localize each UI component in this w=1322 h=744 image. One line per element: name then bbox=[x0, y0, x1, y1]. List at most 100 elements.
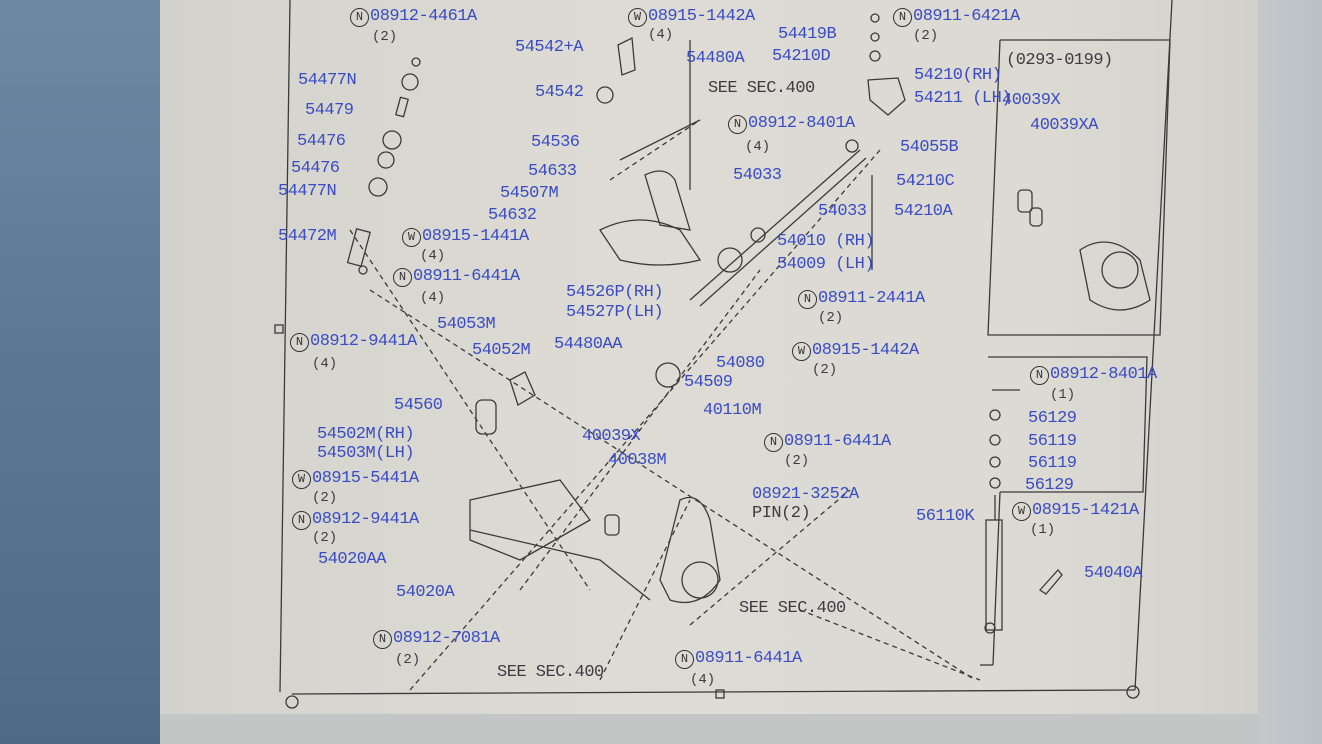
nut-marker-icon: N bbox=[675, 650, 694, 669]
washer-marker-icon: W bbox=[292, 470, 311, 489]
quantity: (4) bbox=[420, 248, 446, 264]
callout-54210D: 54210D bbox=[772, 47, 831, 66]
callout-54052M: 54052M bbox=[472, 341, 531, 360]
callout-54053M: 54053M bbox=[437, 315, 496, 334]
part-number: 08912-9441A bbox=[310, 332, 417, 351]
callout-54009: 54009 (LH) bbox=[777, 255, 875, 274]
callout-54509: 54509 bbox=[684, 373, 733, 392]
quantity: (4) bbox=[312, 356, 338, 372]
callout-54527P: 54527P(LH) bbox=[566, 303, 664, 322]
pin-quantity: PIN(2) bbox=[752, 504, 811, 523]
quantity: (2) bbox=[395, 652, 421, 668]
inset-date-range: (0293-0199) bbox=[1006, 51, 1113, 70]
quantity: (4) bbox=[745, 139, 771, 155]
diagram-sheet bbox=[160, 0, 1260, 716]
nut-marker-icon: N bbox=[798, 290, 817, 309]
part-number: 08912-9441A bbox=[312, 510, 419, 529]
quantity: (1) bbox=[1050, 387, 1076, 403]
part-number: 08912-8401A bbox=[748, 114, 855, 133]
callout-54210A: 54210A bbox=[894, 202, 953, 221]
callout-54472M: 54472M bbox=[278, 227, 337, 246]
callout-54020A: 54020A bbox=[396, 583, 455, 602]
screen-bottom bbox=[160, 714, 1260, 744]
see-section-note: SEE SEC.400 bbox=[739, 599, 846, 618]
callout-54210C: 54210C bbox=[896, 172, 955, 191]
part-number: 08912-4461A bbox=[370, 7, 477, 26]
callout-40039X: 40039X bbox=[1002, 91, 1061, 110]
part-number: 08911-6441A bbox=[413, 267, 520, 286]
nut-marker-icon: N bbox=[350, 8, 369, 27]
callout-40039X: 40039X bbox=[582, 427, 641, 446]
part-number: 08915-5441A bbox=[312, 469, 419, 488]
part-number: 08915-1441A bbox=[422, 227, 529, 246]
callout-56119: 56119 bbox=[1028, 454, 1077, 473]
callout-54507M: 54507M bbox=[500, 184, 559, 203]
callout-54211: 54211 (LH) bbox=[914, 89, 1012, 108]
callout-56129: 56129 bbox=[1025, 476, 1074, 495]
callout-54542: 54542 bbox=[535, 83, 584, 102]
callout-54542A: 54542+A bbox=[515, 38, 583, 57]
callout-54477N: 54477N bbox=[278, 182, 337, 201]
callout-40110M: 40110M bbox=[703, 401, 762, 420]
nut-marker-icon: N bbox=[373, 630, 392, 649]
callout-54480A: 54480A bbox=[686, 49, 745, 68]
quantity: (2) bbox=[312, 530, 338, 546]
part-number: 08915-1442A bbox=[648, 7, 755, 26]
callout-56129: 56129 bbox=[1028, 409, 1077, 428]
callout-40038M: 40038M bbox=[608, 451, 667, 470]
callout-56119: 56119 bbox=[1028, 432, 1077, 451]
callout-54477N: 54477N bbox=[298, 71, 357, 90]
nut-marker-icon: N bbox=[290, 333, 309, 352]
callout-54419B: 54419B bbox=[778, 25, 837, 44]
quantity: (2) bbox=[784, 453, 810, 469]
callout-54479: 54479 bbox=[305, 101, 354, 120]
part-number: 08911-6421A bbox=[913, 7, 1020, 26]
part-number: 08912-8401A bbox=[1050, 365, 1157, 384]
callout-54476: 54476 bbox=[297, 132, 346, 151]
quantity: (2) bbox=[818, 310, 844, 326]
callout-08921-3252A: 08921-3252A bbox=[752, 485, 859, 504]
quantity: (4) bbox=[420, 290, 446, 306]
callout-54476: 54476 bbox=[291, 159, 340, 178]
washer-marker-icon: W bbox=[792, 342, 811, 361]
callout-54020AA: 54020AA bbox=[318, 550, 386, 569]
quantity: (4) bbox=[690, 672, 716, 688]
callout-54210: 54210(RH) bbox=[914, 66, 1002, 85]
callout-54480AA: 54480AA bbox=[554, 335, 622, 354]
quantity: (1) bbox=[1030, 522, 1056, 538]
callout-54040A: 54040A bbox=[1084, 564, 1143, 583]
see-section-note: SEE SEC.400 bbox=[497, 663, 604, 682]
nut-marker-icon: N bbox=[728, 115, 747, 134]
washer-marker-icon: W bbox=[402, 228, 421, 247]
callout-54010: 54010 (RH) bbox=[777, 232, 875, 251]
part-number: 08912-7081A bbox=[393, 629, 500, 648]
callout-54502M: 54502M(RH) bbox=[317, 425, 415, 444]
part-number: 08911-6441A bbox=[695, 649, 802, 668]
see-section-note: SEE SEC.400 bbox=[708, 79, 815, 98]
callout-54033: 54033 bbox=[818, 202, 867, 221]
callout-54633: 54633 bbox=[528, 162, 577, 181]
monitor-bezel bbox=[0, 0, 165, 744]
dashed-lines bbox=[349, 119, 981, 691]
quantity: (2) bbox=[372, 29, 398, 45]
callout-54526P: 54526P(RH) bbox=[566, 283, 664, 302]
screen-edge bbox=[1258, 0, 1322, 744]
callout-54560: 54560 bbox=[394, 396, 443, 415]
part-number: 08915-1421A bbox=[1032, 501, 1139, 520]
callout-54033: 54033 bbox=[733, 166, 782, 185]
